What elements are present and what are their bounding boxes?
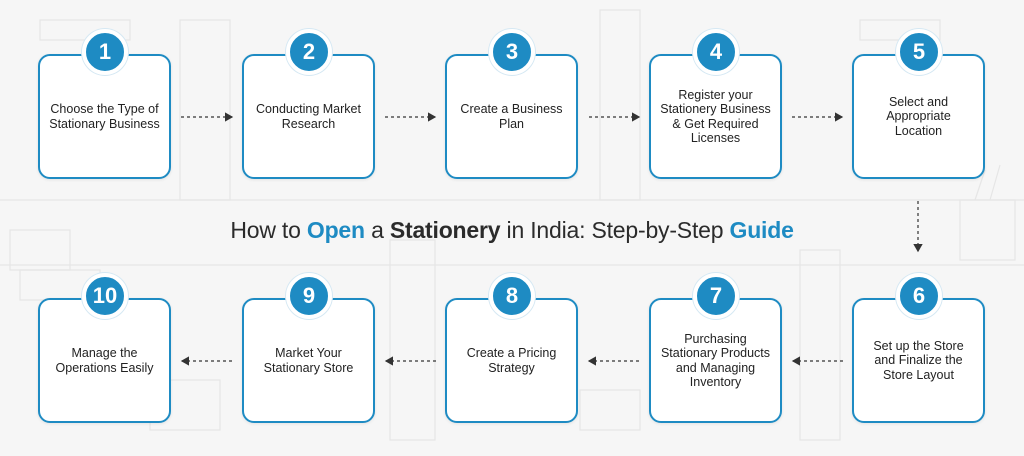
title-highlight-open: Open (306, 217, 365, 243)
title-text-3: a (364, 217, 390, 243)
step-number-badge-1: 1 (82, 29, 128, 75)
page-title: How to Open a Stationery in India: Step-… (0, 217, 1024, 244)
title-highlight-guide: Guide (729, 217, 794, 243)
step-card-2: Conducting Market Research (242, 54, 375, 179)
title-text-1: How to (230, 217, 307, 243)
step-label-2: Conducting Market Research (256, 102, 361, 131)
step-number-badge-4: 4 (693, 29, 739, 75)
step-label-5: Select and Appropriate Location (886, 94, 951, 138)
step-label-9: Market Your Stationary Store (263, 346, 354, 375)
step-number-badge-6: 6 (896, 273, 942, 319)
step-label-10: Manage the Operations Easily (55, 346, 154, 375)
step-number-badge-7: 7 (693, 273, 739, 319)
step-number-badge-8: 8 (489, 273, 535, 319)
step-number-badge-5: 5 (896, 29, 942, 75)
step-card-10: Manage the Operations Easily (38, 298, 171, 423)
step-label-7: Purchasing Stationary Products and Manag… (660, 331, 771, 390)
step-label-6: Set up the Store and Finalize the Store … (873, 338, 964, 382)
step-number-badge-3: 3 (489, 29, 535, 75)
step-number-badge-10: 10 (82, 273, 128, 319)
title-text-5: in India: Step-by-Step (500, 217, 730, 243)
step-label-4: Register your Stationery Business & Get … (660, 87, 771, 146)
step-number-badge-9: 9 (286, 273, 332, 319)
step-label-3: Create a Business Plan (460, 102, 563, 131)
step-label-8: Create a Pricing Strategy (466, 346, 557, 375)
title-bold-stationery: Stationery (389, 217, 501, 243)
step-card-9: Market Your Stationary Store (242, 298, 375, 423)
step-label-1: Choose the Type of Stationary Business (49, 102, 160, 131)
step-number-badge-2: 2 (286, 29, 332, 75)
